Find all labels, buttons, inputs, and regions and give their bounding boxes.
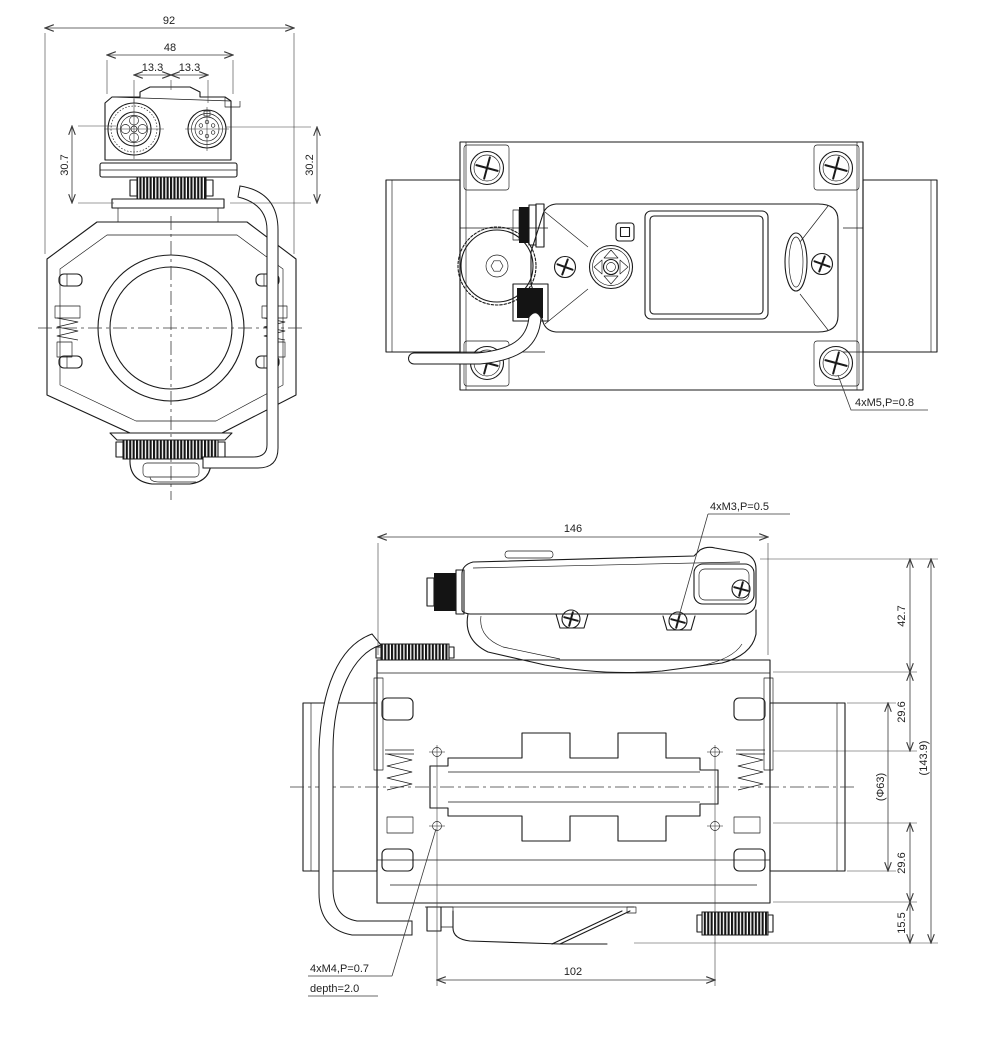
top-square-button: [615, 222, 635, 242]
top-cable-connector: [512, 283, 549, 322]
side-mount-screw-right: [668, 611, 688, 631]
top-screw-note: 4xM5,P=0.8: [837, 374, 928, 411]
dim-top-height-label: 42.7: [896, 605, 908, 626]
side-springs: [385, 749, 765, 791]
top-cable: [408, 312, 542, 365]
side-thread-holes: [429, 747, 723, 831]
screw-note-m4-line1: 4xM4,P=0.7: [310, 963, 369, 975]
dim-height-right-label: 30.2: [304, 154, 316, 175]
side-knurl-knob-bottom: [696, 911, 774, 936]
dim-lower-flange-label: 29.6: [896, 852, 908, 873]
screw-note-m5: 4xM5,P=0.8: [855, 397, 914, 409]
front-dimensions: 92 48 13.3 13.3 30.7 30.2: [45, 15, 317, 254]
top-oval-slot: [784, 232, 808, 292]
dim-lens-dia-label: (Φ63): [875, 773, 887, 801]
top-display-screw-left: [553, 255, 577, 279]
dim-overall-width-label: 92: [163, 15, 175, 27]
top-dpad: [588, 244, 634, 290]
dim-overall-height-label: (143.9): [918, 741, 930, 776]
screw-note-m4-line2: depth=2.0: [310, 983, 359, 995]
side-mount-screw-left: [561, 609, 581, 629]
screw-note-m3: 4xM3,P=0.5: [710, 501, 769, 513]
top-screen: [644, 210, 769, 320]
dim-top-width-label: 48: [164, 42, 176, 54]
dim-base-height-label: 15.5: [896, 912, 908, 933]
side-display-unit: [426, 546, 757, 674]
top-view: 4xM5,P=0.8: [385, 141, 938, 411]
dim-height-left-label: 30.7: [59, 154, 71, 175]
top-display-unit: [512, 203, 839, 333]
side-bottom-connector: [425, 906, 637, 945]
front-connector-m12: [104, 99, 164, 159]
side-view: 146 4xM3,P=0.5 42.7 29.6 29.6 15.5 (Φ63)…: [290, 501, 938, 997]
side-cable: [318, 633, 413, 936]
front-connector-din: [185, 107, 229, 151]
top-corner-screws: [469, 150, 854, 381]
side-main-body: [290, 643, 858, 904]
side-left-connector: [426, 569, 465, 615]
front-cable: [202, 185, 279, 469]
dim-conn-left-label: 13.3: [142, 62, 163, 74]
top-side-barrels: [385, 179, 938, 353]
front-connector-block: [104, 86, 241, 161]
side-rear-box: [693, 563, 755, 605]
dim-conn-right-label: 13.3: [179, 62, 200, 74]
front-side-slots: [58, 273, 280, 369]
dim-hole-spacing-label: 102: [564, 966, 582, 978]
top-display-screw-right: [810, 252, 834, 276]
front-view: 92 48 13.3 13.3 30.7 30.2: [38, 15, 317, 500]
dim-body-width-label: 146: [564, 523, 582, 535]
front-focus-knob: [129, 176, 214, 200]
front-bottom-connector: [109, 432, 233, 485]
side-dimensions: 146 4xM3,P=0.5 42.7 29.6 29.6 15.5 (Φ63)…: [308, 501, 938, 997]
top-upper-connector: [512, 203, 545, 248]
side-knurl-knob-top: [380, 643, 450, 661]
dim-upper-flange-label: 29.6: [896, 701, 908, 722]
top-adjust-knob: [457, 226, 537, 306]
